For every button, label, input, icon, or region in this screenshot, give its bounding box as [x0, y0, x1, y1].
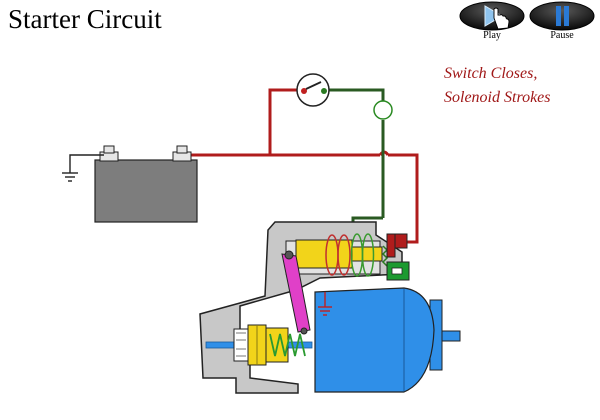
- battery-ground-symbol: [62, 154, 104, 182]
- pinion-drive: [205, 324, 313, 366]
- shift-lever: [281, 250, 311, 335]
- pause-button[interactable]: Pause: [527, 0, 597, 44]
- ignition-switch: [296, 73, 330, 107]
- caption-line-2: Solenoid Strokes: [444, 89, 551, 106]
- battery-positive-wire: [190, 88, 419, 244]
- play-label: Play: [483, 30, 501, 41]
- hand-cursor-icon: [493, 7, 510, 30]
- starter-motor: [314, 287, 461, 393]
- pause-label: Pause: [550, 30, 574, 41]
- step-caption: Switch Closes, Solenoid Strokes: [444, 62, 594, 110]
- solenoid: [285, 233, 410, 281]
- caption-line-1: Switch Closes,: [444, 65, 538, 82]
- page-title: Starter Circuit: [8, 4, 162, 34]
- play-button[interactable]: Play: [457, 0, 527, 44]
- pause-icon: [556, 6, 569, 26]
- battery: [94, 145, 198, 223]
- motor-ground-symbol: [318, 292, 332, 316]
- indicator-lamp: [373, 100, 393, 120]
- play-icon: [484, 5, 503, 27]
